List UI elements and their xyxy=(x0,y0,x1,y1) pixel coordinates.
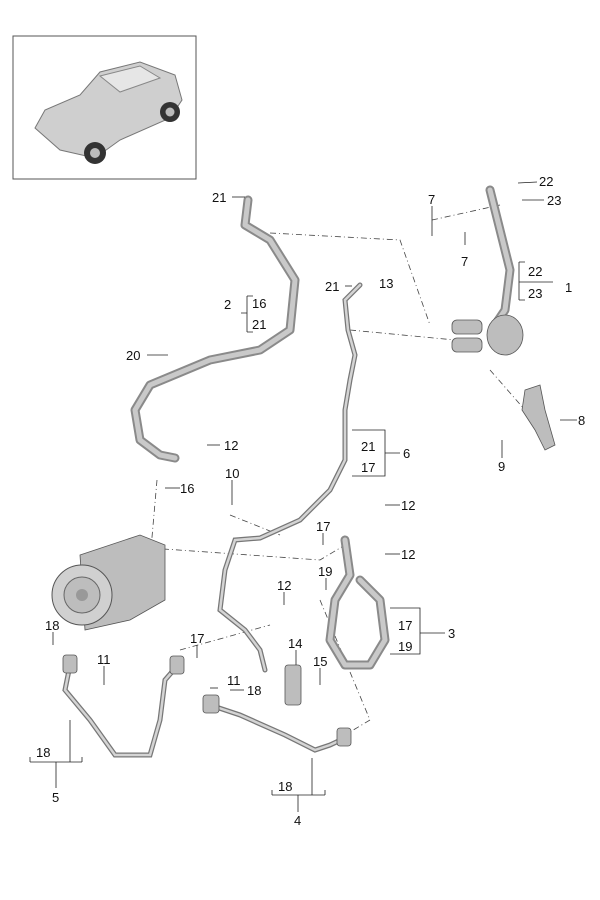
callout[interactable]: 15 xyxy=(313,654,327,669)
callout[interactable]: 12 xyxy=(401,498,415,513)
callout[interactable]: 12 xyxy=(224,438,238,453)
callout[interactable]: 7 xyxy=(461,254,468,269)
callout[interactable]: 18 xyxy=(278,779,292,794)
callout[interactable]: 4 xyxy=(294,813,301,828)
callout[interactable]: 21 xyxy=(212,190,226,205)
callout[interactable]: 23 xyxy=(528,286,542,301)
callout[interactable]: 16 xyxy=(180,481,194,496)
callout[interactable]: 21 xyxy=(325,279,339,294)
assembly-lines xyxy=(149,204,526,736)
leader-lines xyxy=(29,181,577,812)
hose-1[interactable] xyxy=(451,185,524,356)
callout[interactable]: 22 xyxy=(528,264,542,279)
callout[interactable]: 2 xyxy=(224,297,231,312)
callout[interactable]: 20 xyxy=(126,348,140,363)
callout[interactable]: 17 xyxy=(398,618,412,633)
callout[interactable]: 23 xyxy=(547,193,561,208)
pipe-6[interactable] xyxy=(217,282,363,673)
hose-3[interactable] xyxy=(325,535,390,670)
callout[interactable]: 6 xyxy=(403,446,410,461)
callout[interactable]: 14 xyxy=(288,636,302,651)
callout[interactable]: 5 xyxy=(52,790,59,805)
pipe-5[interactable] xyxy=(62,654,185,758)
pipe-4[interactable] xyxy=(202,664,352,753)
callout[interactable]: 1 xyxy=(565,280,572,295)
compressor[interactable] xyxy=(51,534,166,631)
callout[interactable]: 13 xyxy=(379,276,393,291)
callouts: 21 22 23 7 7 22 23 1 2 16 21 21 13 20 12… xyxy=(36,174,585,828)
callout[interactable]: 18 xyxy=(45,618,59,633)
callout[interactable]: 21 xyxy=(361,439,375,454)
callout[interactable]: 17 xyxy=(316,519,330,534)
callout[interactable]: 18 xyxy=(36,745,50,760)
callout[interactable]: 10 xyxy=(225,466,239,481)
callout[interactable]: 18 xyxy=(247,683,261,698)
callout[interactable]: 19 xyxy=(398,639,412,654)
bracket-8[interactable] xyxy=(521,384,556,451)
callout[interactable]: 8 xyxy=(578,413,585,428)
hose-2[interactable] xyxy=(130,195,300,463)
callout[interactable]: 21 xyxy=(252,317,266,332)
callout[interactable]: 12 xyxy=(277,578,291,593)
callout[interactable]: 7 xyxy=(428,192,435,207)
callout[interactable]: 16 xyxy=(252,296,266,311)
callout[interactable]: 22 xyxy=(539,174,553,189)
callout[interactable]: 3 xyxy=(448,626,455,641)
callout[interactable]: 9 xyxy=(498,459,505,474)
callout[interactable]: 11 xyxy=(227,673,241,688)
callout[interactable]: 17 xyxy=(190,631,204,646)
callout[interactable]: 12 xyxy=(401,547,415,562)
callout[interactable]: 11 xyxy=(97,652,111,667)
callout[interactable]: 19 xyxy=(318,564,332,579)
callout[interactable]: 17 xyxy=(361,460,375,475)
vehicle-thumbnail[interactable] xyxy=(12,35,197,180)
